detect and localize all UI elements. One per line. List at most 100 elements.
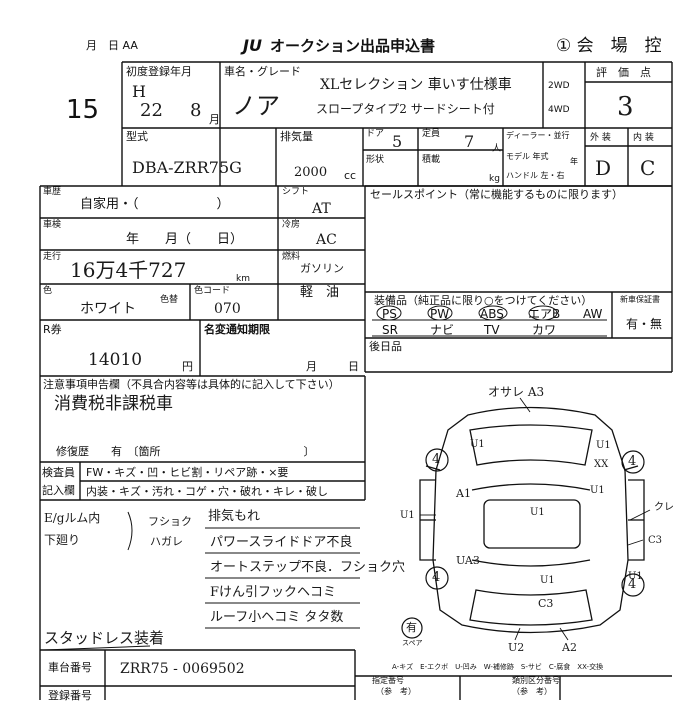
- color-label: 色: [43, 286, 53, 296]
- repair-history: 修復歴 有 〔箇所 〕: [56, 445, 315, 458]
- yen-unit: 円: [182, 360, 193, 373]
- mark-xx: XX: [594, 459, 609, 470]
- lot-number: 15: [66, 95, 100, 125]
- mark-u1-a: U1: [470, 439, 485, 450]
- mark-u1-right: U1: [628, 571, 643, 582]
- equip-navi: ナビ: [430, 323, 455, 337]
- chassis-label: 車台番号: [48, 661, 92, 674]
- fuel-value: ガソリン: [300, 262, 344, 275]
- kg-unit: kg: [489, 174, 500, 184]
- inspector-row1: FW・キズ・凹・ヒビ割・リペア跡・×要: [86, 466, 289, 479]
- name-grade-label: 車名・グレード: [224, 65, 301, 78]
- damage-legend: A-キズ E-エクボ U-凹み W-補修跡 S-サビ C-腐食 XX-交換: [392, 663, 604, 671]
- insp-note-left2: 下廻り: [44, 533, 81, 547]
- ac-label: 冷房: [282, 220, 301, 230]
- record-label: 記入欄: [42, 484, 75, 497]
- insp-note-bottom: スタッドレス装着: [44, 629, 165, 647]
- mark-c3-rear: C3: [538, 597, 554, 610]
- insp-note-left4: ハガレ: [150, 535, 183, 548]
- era: H: [132, 82, 146, 101]
- ref2: （参 考）: [512, 687, 552, 696]
- mileage-value: 16万4千727: [70, 258, 187, 282]
- r-ticket-label: R券: [43, 323, 62, 336]
- grade-line1: XLセレクション 車いす仕様車: [320, 77, 512, 93]
- header-date: 月 日 AA: [86, 39, 138, 52]
- mark-ku: クレ: [654, 502, 674, 513]
- equipment-label: 装備品（純正品に限り○をつけてください）: [374, 294, 593, 307]
- exterior-label: 外 装: [590, 133, 611, 143]
- mark-ua3: UA3: [456, 554, 480, 567]
- mark-rr-tire: 4: [628, 577, 637, 592]
- insp-note-right-4: Fけん引フックヘコミ: [210, 585, 337, 600]
- mark-fl-tire: 4: [432, 452, 441, 467]
- equip-pw: PW: [430, 307, 450, 321]
- deadline-label: 名変通知期限: [204, 323, 270, 336]
- color-code-label: 色コード: [194, 286, 231, 296]
- grade-line2: スロープタイプ2 サードシート付: [316, 102, 495, 116]
- km-unit: km: [236, 274, 250, 284]
- insp-note-right-3: オートステップ不良．フショク穴: [210, 560, 406, 575]
- score-label: 評 価 点: [596, 66, 651, 79]
- warranty-value: 有・無: [626, 317, 663, 331]
- notes-label: 注意事項申告欄（不具合内容等は具体的に記入して下さい）: [43, 378, 340, 391]
- insp-note-right-2: パワースライドドア不良: [210, 535, 353, 550]
- mark-a1: A1: [456, 487, 471, 500]
- history-value: 自家用・（ ）: [80, 197, 230, 212]
- month-unit: 月: [209, 113, 220, 126]
- venue-copy: ① 会 場 控: [556, 36, 662, 56]
- inspector-row2: 内装・キズ・汚れ・コゲ・穴・破れ・キレ・破し: [86, 485, 328, 498]
- inspection-label: 車検: [43, 220, 62, 230]
- interior-grade: C: [640, 156, 656, 180]
- mark-u1-e: U1: [540, 575, 555, 586]
- insp-note-right-1: 排気もれ: [208, 509, 261, 524]
- shift-label: シフト: [282, 187, 310, 197]
- model-label: 型式: [126, 130, 148, 143]
- mileage-label: 走行: [43, 252, 62, 262]
- inspector-label: 検査員: [42, 466, 75, 479]
- ref1: （参 考）: [376, 687, 416, 696]
- chassis-value: ZRR75 - 0069502: [120, 661, 245, 677]
- dealer-label: ディーラー・並行: [506, 131, 570, 140]
- deadline-month: 月: [306, 360, 317, 373]
- mark-top: オサレ A3: [488, 385, 545, 399]
- first-reg-year: 22: [140, 100, 163, 121]
- color-change-label: 色替: [160, 295, 179, 305]
- equip-tv: TV: [484, 323, 500, 337]
- capacity-label: 定員: [422, 129, 441, 139]
- insp-note-right-5: ルーフ小ヘコミ タタ数: [210, 610, 344, 625]
- exterior-grade: D: [595, 156, 612, 180]
- spare-label: スペア: [402, 639, 423, 647]
- designated-number-label: 指定番号: [372, 676, 404, 685]
- score-value: 3: [617, 92, 634, 122]
- capacity-value: 7: [464, 132, 475, 151]
- mark-u1-b: U1: [596, 440, 611, 451]
- shape-label: 形状: [366, 155, 385, 165]
- first-reg-month: 8: [190, 100, 202, 121]
- color-value: ホワイト: [80, 301, 136, 317]
- doors-label: ドア: [366, 129, 385, 139]
- car-name: ノア: [232, 92, 280, 120]
- mark-u1-left: U1: [400, 510, 415, 521]
- fuel-label: 燃料: [282, 252, 301, 262]
- first-reg-label: 初度登録年月: [126, 65, 192, 78]
- handle-label: ハンドル 左・右: [506, 171, 565, 180]
- cc-unit: cc: [344, 169, 357, 182]
- insp-note-left1: E/gルム内: [44, 511, 101, 525]
- mark-c3-right: C3: [648, 535, 663, 546]
- model-year-label: モデル 年式: [506, 152, 549, 161]
- mark-u2: U2: [508, 641, 525, 654]
- ac-value: AC: [316, 232, 337, 248]
- mark-a2: A2: [562, 641, 577, 654]
- mark-u1-d: U1: [590, 485, 605, 496]
- load-label: 積載: [422, 155, 441, 165]
- displacement-label: 排気量: [280, 130, 313, 143]
- equip-leather: カワ: [532, 323, 557, 337]
- mark-spare: 有: [406, 621, 417, 634]
- equip-airbag: エアB: [528, 307, 561, 321]
- mark-fr-tire: 4: [628, 454, 637, 469]
- warranty-label: 新車保証書: [620, 295, 660, 304]
- history-label: 車歴: [43, 187, 62, 197]
- year-unit: 年: [570, 157, 578, 166]
